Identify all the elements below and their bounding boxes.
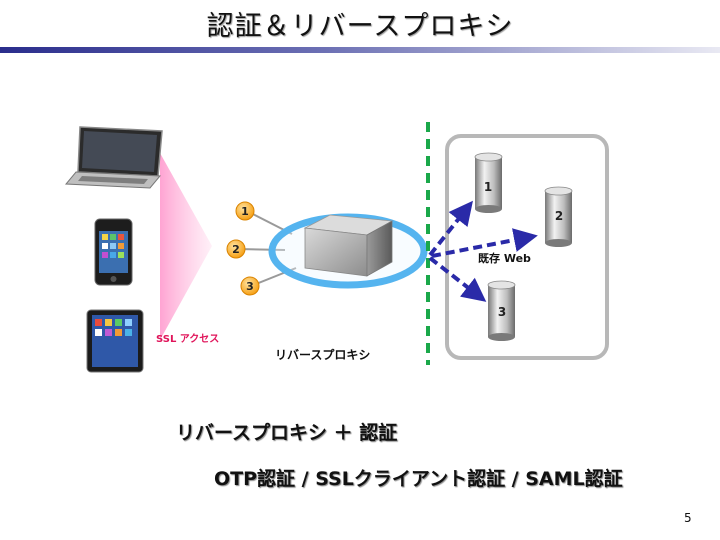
- slide-title: 認証＆リバースプロキシ: [206, 11, 514, 42]
- page-number: 5: [684, 511, 692, 525]
- web-server-3-label: 3: [498, 305, 506, 319]
- web-server-2: 2: [544, 186, 573, 247]
- ssl-access-fan: [160, 153, 212, 340]
- tablet-icon: [86, 309, 144, 373]
- connection-badge-3: 3: [240, 276, 260, 296]
- web-server-1: 1: [474, 152, 503, 213]
- caption-auth-methods: OTP認証 / SSLクライアント認証 / SAML認証: [214, 468, 623, 490]
- title-underline-bar: [0, 47, 720, 53]
- routing-arrows: [428, 200, 538, 302]
- smartphone-icon: [94, 218, 133, 286]
- connection-badge-1-label: 1: [241, 205, 249, 218]
- connection-badge-1: 1: [235, 201, 255, 221]
- reverse-proxy-label: リバースプロキシ: [275, 347, 370, 362]
- connection-badge-3-label: 3: [246, 280, 254, 293]
- connection-badge-2-label: 2: [232, 243, 240, 256]
- web-server-1-label: 1: [484, 180, 492, 194]
- web-server-2-label: 2: [555, 209, 563, 223]
- ssl-access-label: SSL アクセス: [156, 333, 219, 345]
- web-server-3: 3: [487, 280, 516, 341]
- laptop-icon: [64, 126, 163, 189]
- existing-web-label: 既存 Web: [478, 251, 531, 265]
- connection-badge-2: 2: [226, 239, 246, 259]
- caption-proxy-auth: リバースプロキシ ＋ 認証: [176, 422, 398, 444]
- existing-web-area: [445, 134, 609, 360]
- reverse-proxy-box-icon: [303, 214, 394, 277]
